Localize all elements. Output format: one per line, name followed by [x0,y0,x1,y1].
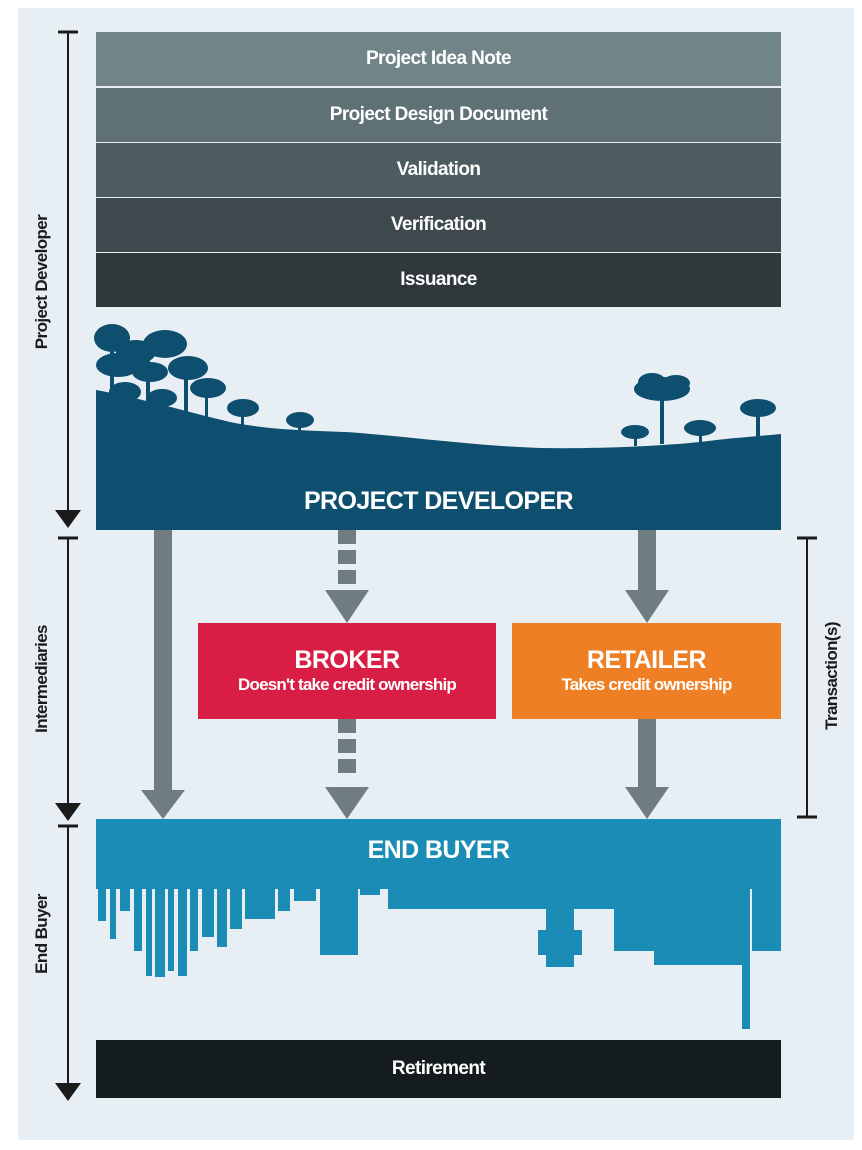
broker-title: BROKER [294,646,400,674]
arrow-retailer-to-end-buyer [625,719,669,819]
side-label-end-buyer: End Buyer [32,894,51,974]
step-project-design-document: Project Design Document [96,88,781,142]
dashed-arrow-broker-to-end-buyer [325,719,369,819]
direct-arrow [141,530,185,819]
broker-box: BROKER Doesn't take credit ownership [198,623,496,719]
step-verification: Verification [96,198,781,252]
end-buyer-bar: END BUYER [96,819,781,881]
side-label-project-developer: Project Developer [32,214,51,350]
step-issuance: Issuance [96,253,781,307]
arrow-to-retailer [625,530,669,623]
step-project-idea-note: Project Idea Note [96,32,781,86]
timeline-left [55,30,81,1101]
step-validation: Validation [96,143,781,197]
retirement-bar: Retirement [96,1040,781,1098]
transactions-bracket [797,536,817,819]
dashed-arrow-to-broker [325,530,369,623]
broker-subtitle: Doesn't take credit ownership [238,675,457,694]
retailer-title: RETAILER [586,646,707,674]
side-label-transactions: Transaction(s) [822,622,841,730]
flow-arrows [141,530,669,819]
retailer-box: RETAILER Takes credit ownership [512,623,781,719]
retailer-subtitle: Takes credit ownership [561,675,732,694]
city-skyline-illustration [96,881,781,1029]
landscape-illustration [94,324,781,472]
project-developer-bar: PROJECT DEVELOPER [96,472,781,530]
